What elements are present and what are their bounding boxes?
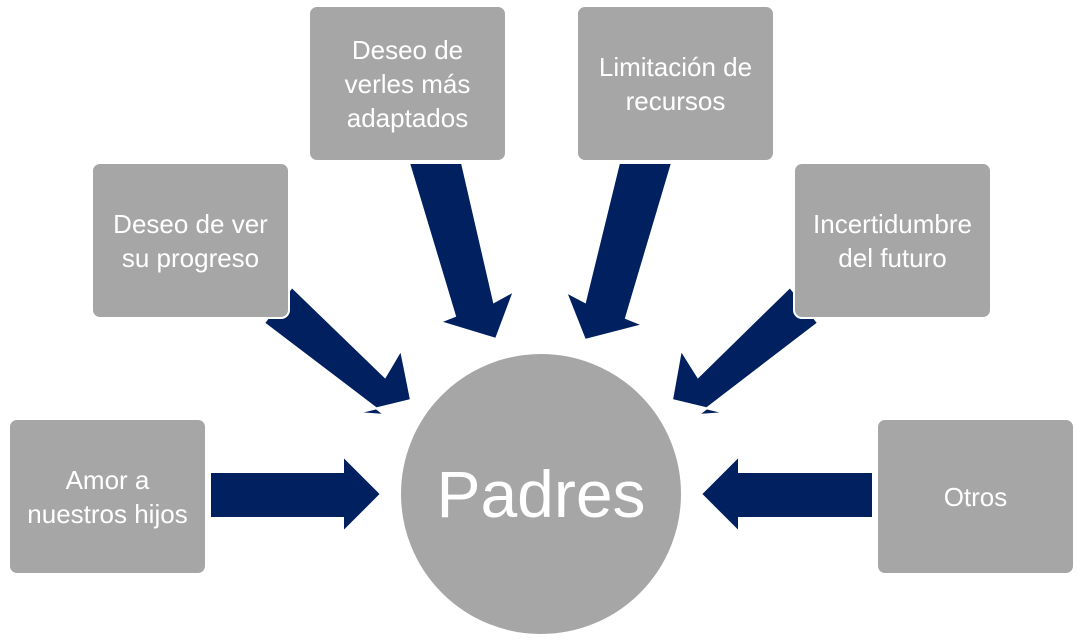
node-amor-label: Amor a nuestros hijos: [27, 464, 188, 529]
node-otros: Otros: [876, 418, 1075, 575]
node-otros-label: Otros: [943, 481, 1008, 512]
node-adaptados-label: Deseo de verles más adaptados: [344, 34, 471, 133]
arrow-amor-to-padres: [209, 453, 383, 535]
node-adaptados: Deseo de verles más adaptados: [308, 5, 507, 162]
node-progreso: Deseo de ver su progreso: [91, 162, 290, 319]
node-incertidumbre-label: Incertidumbre del futuro: [813, 208, 972, 273]
center-node-padres: Padres: [399, 352, 683, 636]
node-recursos-label: Limitación de recursos: [598, 51, 753, 116]
node-progreso-label: Deseo de ver su progreso: [113, 208, 268, 273]
arrow-incertidumbre-to-padres: [670, 285, 820, 417]
center-label: Padres: [436, 457, 646, 531]
node-incertidumbre: Incertidumbre del futuro: [793, 162, 992, 319]
arrow-adaptados-to-padres: [407, 162, 516, 341]
arrow-otros-to-padres: [699, 453, 874, 535]
node-recursos: Limitación de recursos: [576, 5, 775, 162]
node-amor: Amor a nuestros hijos: [8, 418, 207, 575]
arrow-recursos-to-padres: [564, 162, 674, 342]
arrow-progreso-to-padres: [262, 285, 413, 417]
